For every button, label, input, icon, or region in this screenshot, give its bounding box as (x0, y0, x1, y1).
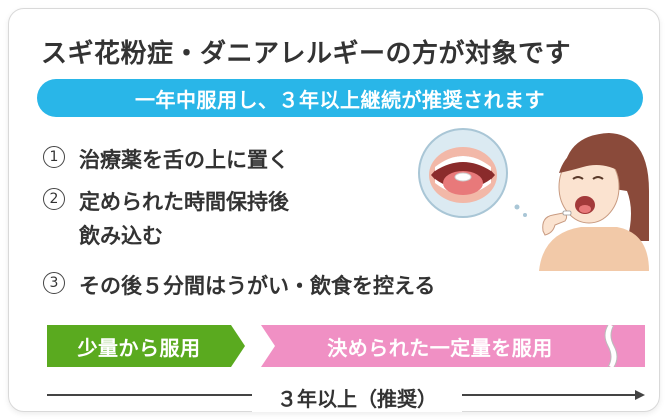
duration-label: ３年以上（推奨） (252, 383, 462, 412)
recommendation-banner: 一年中服用し、３年以上継続が推奨されます (37, 79, 643, 117)
maintenance-dose-phase-bar (261, 325, 645, 367)
step-line: 治療薬を舌の上に置く (79, 148, 289, 172)
step-text: その後５分間はうがい・飲食を控える (79, 269, 435, 303)
step-number: 1 (43, 146, 65, 168)
step-line: 定められた時間保持後 (79, 190, 289, 214)
step-number: 3 (43, 272, 65, 294)
info-card: スギ花粉症・ダニアレルギーの方が対象です 一年中服用し、３年以上継続が推奨されま… (8, 8, 660, 412)
step-text: 治療薬を舌の上に置く (79, 143, 289, 177)
step-2: 2 定められた時間保持後 飲み込む (43, 185, 289, 253)
sublingual-illustration (418, 128, 649, 271)
maintenance-dose-label: 決められた一定量を服用 (327, 335, 553, 360)
initial-dose-label: 少量から服用 (77, 335, 201, 360)
step-1: 1 治療薬を舌の上に置く (43, 143, 289, 177)
step-number: 2 (43, 188, 65, 210)
step-line: 飲み込む (79, 224, 163, 248)
mouth-closeup-icon (418, 128, 508, 218)
page-title: スギ花粉症・ダニアレルギーの方が対象です (41, 39, 572, 69)
step-3: 3 その後５分間はうがい・飲食を控える (43, 269, 435, 303)
step-line: その後５分間はうがい・飲食を控える (79, 274, 436, 298)
step-text: 定められた時間保持後 飲み込む (79, 185, 289, 253)
person-icon (539, 133, 649, 271)
duration-timeline: ３年以上（推奨） (47, 379, 645, 412)
initial-dose-phase-bar (47, 325, 245, 367)
